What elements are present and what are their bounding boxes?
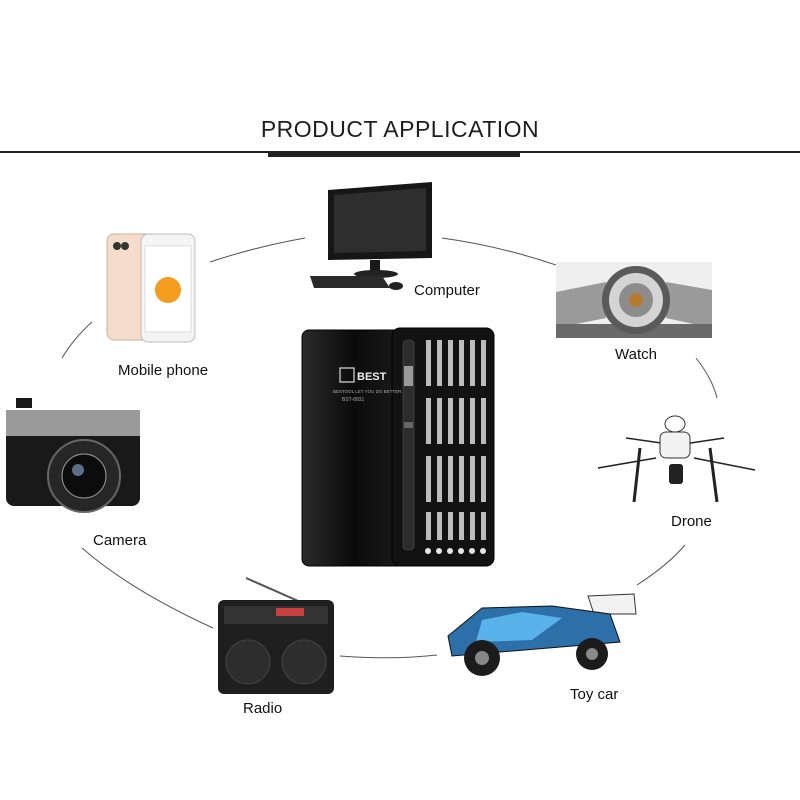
camera-image: [2, 398, 144, 518]
ring-arc-drone-car: [636, 544, 686, 586]
label-camera: Camera: [93, 532, 147, 549]
toy-car-image: [442, 590, 642, 680]
watch-image: [556, 262, 712, 338]
radio-image: [216, 577, 336, 696]
ring-arc-watch-drone: [695, 357, 718, 399]
header-accent-bar: [268, 151, 520, 157]
ring-arc-computer-watch: [441, 237, 557, 266]
page-header: PRODUCT APPLICATION: [0, 0, 800, 170]
drone-image: [590, 410, 760, 510]
computer-image: [308, 180, 438, 295]
label-toy-car: Toy car: [570, 686, 619, 703]
brand-name: BEST: [357, 371, 387, 383]
ring-arc-camera-phone: [61, 321, 93, 359]
ring-arc-car-radio: [339, 654, 438, 659]
ring-arc-radio-camera: [81, 547, 214, 629]
label-mobile-phone: Mobile phone: [118, 362, 209, 379]
screwdriver-kit-image: BEST BESTOOL LET YOU DO BETTER BST-8931: [301, 327, 495, 567]
screwdriver-kit: BEST BESTOOL LET YOU DO BETTER BST-8931: [300, 326, 496, 568]
label-computer: Computer: [414, 282, 480, 299]
mobile-phone-image: [105, 232, 197, 344]
brand-slogan: BESTOOL LET YOU DO BETTER: [333, 389, 402, 394]
label-watch: Watch: [615, 346, 657, 363]
page-title: PRODUCT APPLICATION: [260, 116, 540, 142]
label-drone: Drone: [671, 513, 712, 530]
label-radio: Radio: [243, 700, 283, 717]
ring-arc-phone-computer: [209, 237, 306, 263]
model-number: BST-8931: [342, 397, 364, 403]
